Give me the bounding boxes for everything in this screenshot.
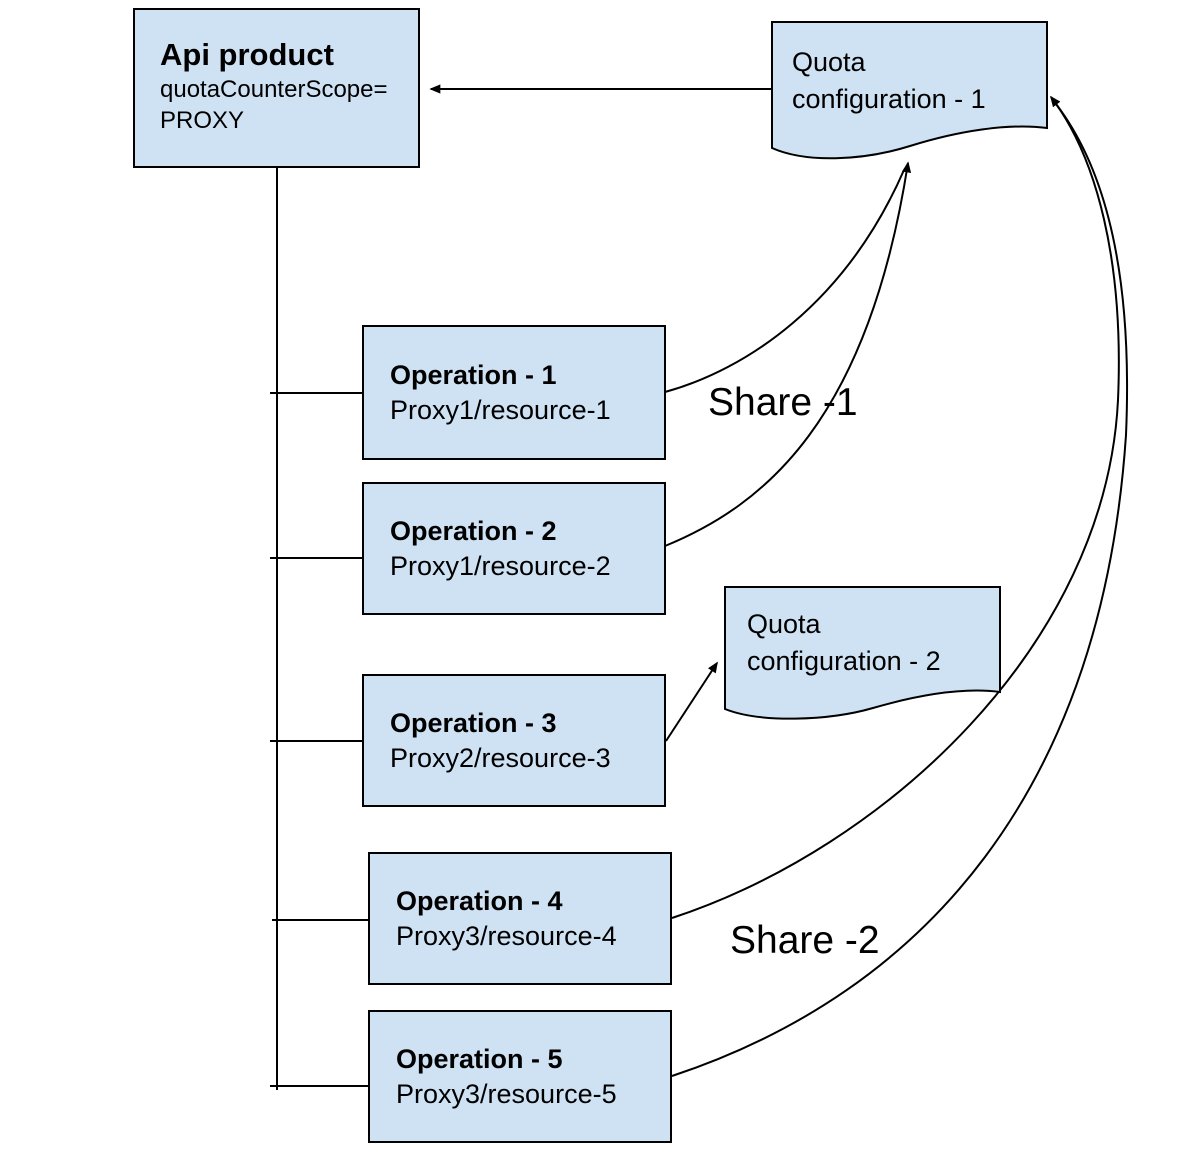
operation-title: Operation - 3 bbox=[390, 707, 557, 738]
trunk-connector-api-to-operations bbox=[270, 168, 368, 1090]
operation-resource: Proxy3/resource-5 bbox=[396, 1078, 617, 1109]
operation-title: Operation - 1 bbox=[390, 359, 557, 390]
curve-op4-to-qc1 bbox=[671, 95, 1120, 919]
share-2-edge-label: Share -2 bbox=[730, 919, 880, 962]
quota-config-1-shape bbox=[771, 21, 1048, 160]
api-product-node: Api product quotaCounterScope= PROXY bbox=[133, 8, 420, 168]
operation-title: Operation - 4 bbox=[396, 885, 563, 916]
quota-config-2-shape bbox=[724, 586, 1001, 720]
operation-resource: Proxy2/resource-3 bbox=[390, 742, 611, 773]
operation-4-node: Operation - 4 Proxy3/resource-4 bbox=[368, 852, 672, 985]
operation-title: Operation - 2 bbox=[390, 515, 557, 546]
arrow-op3-to-qc2 bbox=[665, 661, 718, 742]
operation-5-node: Operation - 5 Proxy3/resource-5 bbox=[368, 1010, 672, 1143]
operation-resource: Proxy1/resource-2 bbox=[390, 550, 611, 581]
operation-resource: Proxy3/resource-4 bbox=[396, 920, 617, 951]
curve-op2-to-qc1 bbox=[664, 161, 912, 547]
operation-title: Operation - 5 bbox=[396, 1043, 563, 1074]
api-product-quota-scope: quotaCounterScope= PROXY bbox=[160, 76, 388, 134]
quota-config-1-label: Quota configuration - 1 bbox=[792, 47, 986, 114]
operation-2-node: Operation - 2 Proxy1/resource-2 bbox=[362, 482, 666, 615]
operation-1-node: Operation - 1 Proxy1/resource-1 bbox=[362, 325, 666, 460]
share-1-edge-label: Share -1 bbox=[708, 381, 858, 424]
api-product-title: Api product bbox=[160, 37, 334, 72]
operation-3-node: Operation - 3 Proxy2/resource-3 bbox=[362, 674, 666, 807]
curve-op5-to-qc1 bbox=[671, 103, 1129, 1077]
curve-op1-to-qc1 bbox=[664, 169, 905, 393]
quota-config-2-label: Quota configuration - 2 bbox=[747, 609, 941, 676]
operation-resource: Proxy1/resource-1 bbox=[390, 394, 611, 425]
